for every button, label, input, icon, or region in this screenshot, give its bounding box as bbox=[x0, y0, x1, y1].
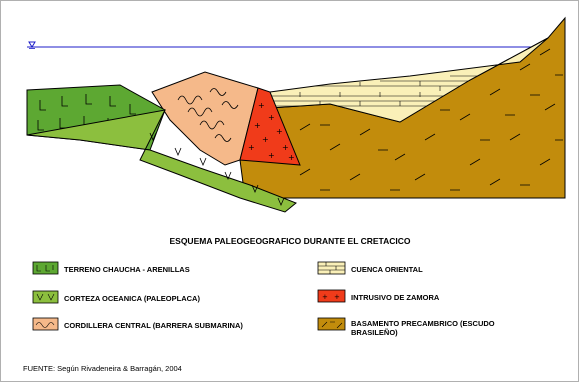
source-citation: FUENTE: Según Rivadeneira & Barragán, 20… bbox=[23, 364, 182, 373]
svg-text:+: + bbox=[258, 101, 265, 110]
legend-item-cordillera: CORDILLERA CENTRAL (BARRERA SUBMARINA) bbox=[61, 319, 243, 330]
legend-item-intrusivo: INTRUSIVO DE ZAMORA bbox=[348, 291, 439, 302]
legend-label-terreno: TERRENO CHAUCHA - ARENILLAS bbox=[64, 265, 190, 274]
legend-swatch-intrusivo: + + bbox=[318, 290, 345, 302]
legend-label-cordillera: CORDILLERA CENTRAL (BARRERA SUBMARINA) bbox=[64, 321, 243, 330]
diagram-title: ESQUEMA PALEOGEOGRAFICO DURANTE EL CRETA… bbox=[0, 236, 580, 246]
sea-level-icon bbox=[29, 42, 35, 47]
legend-item-terreno: TERRENO CHAUCHA - ARENILLAS bbox=[61, 263, 190, 274]
legend-item-basamento: BASAMENTO PRECAMBRICO (ESCUDO BRASILEÑO) bbox=[348, 317, 528, 337]
svg-text:+: + bbox=[262, 135, 269, 144]
svg-text:+: + bbox=[322, 293, 328, 301]
svg-text:+: + bbox=[334, 293, 340, 301]
legend-swatch-terreno bbox=[33, 262, 58, 274]
legend-label-corteza: CORTEZA OCEANICA (PALEOPLACA) bbox=[64, 294, 200, 303]
legend-label-cuenca: CUENCA ORIENTAL bbox=[351, 265, 423, 274]
svg-text:+: + bbox=[248, 143, 255, 152]
svg-text:+: + bbox=[254, 121, 261, 130]
svg-text:+: + bbox=[288, 153, 295, 162]
svg-text:+: + bbox=[268, 151, 275, 160]
svg-text:+: + bbox=[268, 113, 275, 122]
legend-label-basamento: BASAMENTO PRECAMBRICO (ESCUDO BRASILEÑO) bbox=[351, 319, 528, 337]
legend-swatch-cordillera bbox=[33, 318, 58, 330]
legend-swatch-corteza bbox=[33, 291, 58, 303]
legend-label-intrusivo: INTRUSIVO DE ZAMORA bbox=[351, 293, 439, 302]
legend-swatch-basamento bbox=[318, 318, 345, 330]
svg-text:+: + bbox=[276, 127, 283, 136]
legend-swatch-cuenca bbox=[318, 262, 345, 274]
legend-item-cuenca: CUENCA ORIENTAL bbox=[348, 263, 423, 274]
svg-text:+: + bbox=[282, 143, 289, 152]
legend-item-corteza: CORTEZA OCEANICA (PALEOPLACA) bbox=[61, 292, 200, 303]
